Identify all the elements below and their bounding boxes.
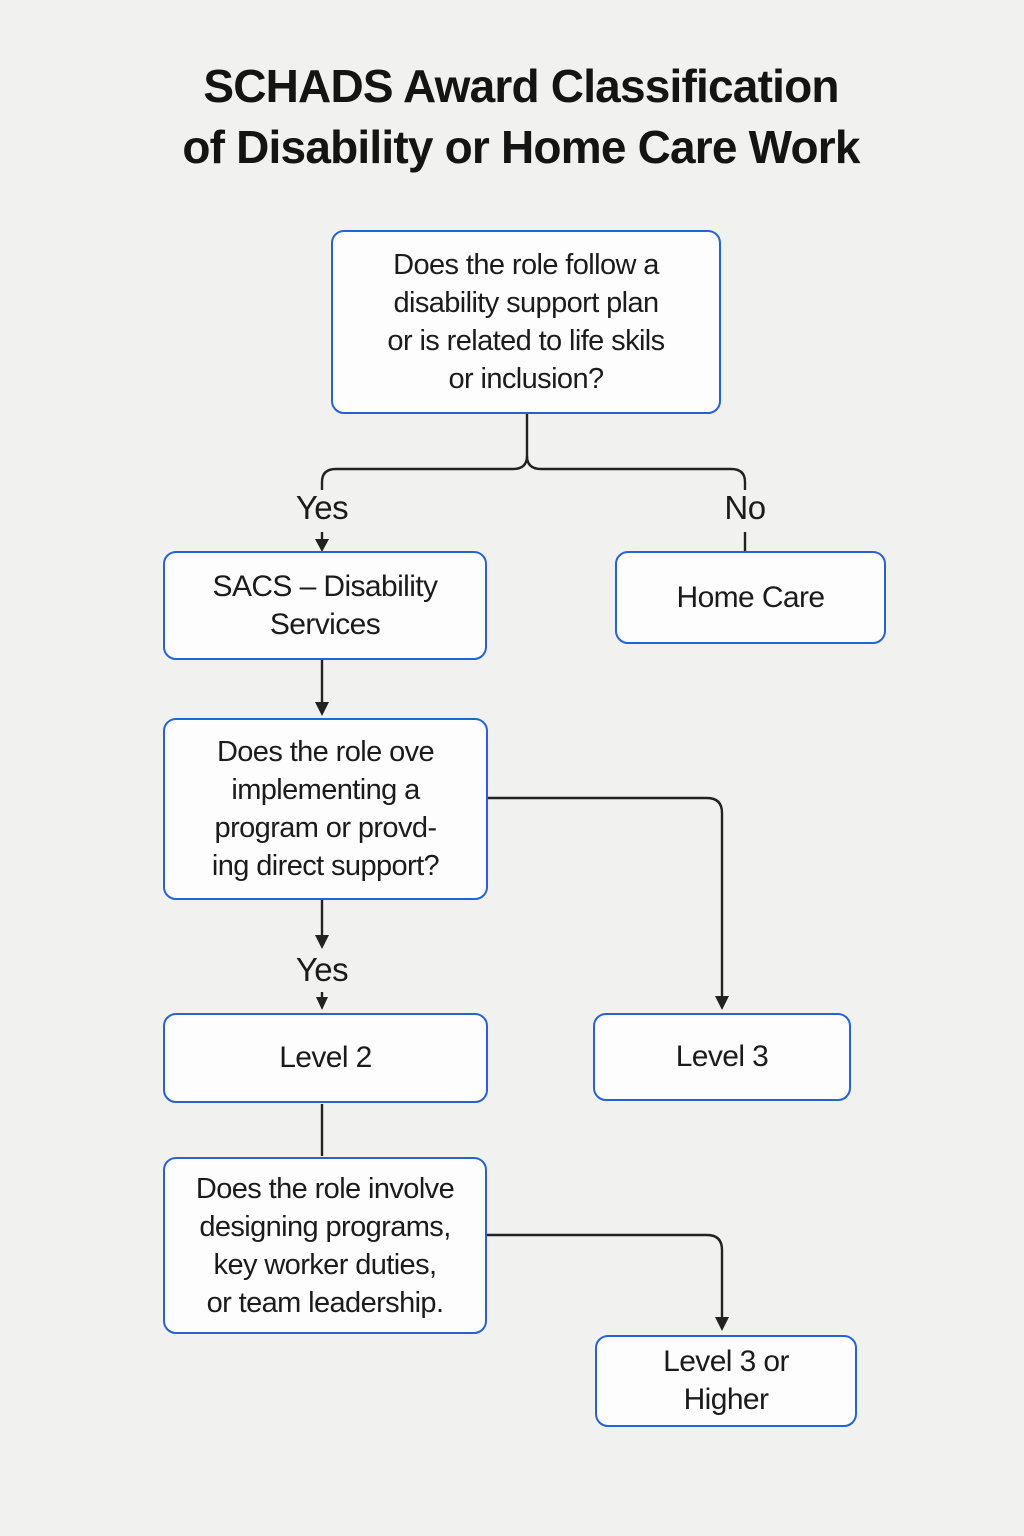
edge-label-yes-1: Yes bbox=[295, 489, 349, 526]
node-text-line: or is related to life skils bbox=[387, 325, 665, 357]
edge-label-yes-2: Yes bbox=[295, 951, 349, 988]
node-text-line: Services bbox=[269, 607, 381, 641]
page-title-line-1: SCHADS Award Classification bbox=[203, 60, 839, 112]
node-question-implementing-program: Does the role ove implementing a program… bbox=[163, 718, 488, 900]
node-text-line: program or provd- bbox=[214, 812, 437, 844]
page-title: SCHADS Award Classification of Disabilit… bbox=[18, 56, 1024, 178]
arrowhead-yes1-icon bbox=[315, 539, 329, 552]
node-text-line: Does the role ove bbox=[216, 736, 435, 768]
node-text-line: Level 3 bbox=[675, 1040, 769, 1073]
arrowhead-yes2-level2-icon bbox=[316, 997, 328, 1010]
arrowhead-q2-yes2-icon bbox=[315, 935, 329, 949]
node-sacs-disability-services: SACS – Disability Services bbox=[163, 551, 487, 660]
node-text-line: Home Care bbox=[676, 580, 826, 614]
node-text-line: or team leadership. bbox=[206, 1286, 444, 1319]
node-text-line: key worker duties, bbox=[213, 1248, 438, 1281]
node-text-line: designing programs, bbox=[199, 1210, 451, 1243]
node-text-line: Does the role involve bbox=[195, 1172, 455, 1205]
node-text-line: Higher bbox=[683, 1383, 769, 1416]
node-question-disability-plan: Does the role follow a disability suppor… bbox=[331, 230, 721, 414]
arrowhead-sacs-q2-icon bbox=[315, 702, 329, 716]
node-text-line: implementing a bbox=[231, 774, 420, 806]
connector-q2-to-level3 bbox=[488, 796, 724, 996]
node-home-care: Home Care bbox=[615, 551, 886, 644]
connector-q1-split-right bbox=[525, 455, 747, 490]
edge-label-no-1: No bbox=[724, 489, 766, 526]
node-text-line: SACS – Disability bbox=[212, 569, 438, 603]
connector-q1-split-left bbox=[320, 414, 529, 490]
connector-q3-to-level3-higher bbox=[487, 1233, 724, 1318]
node-level-2: Level 2 bbox=[163, 1013, 488, 1103]
node-text-line: Level 2 bbox=[279, 1041, 372, 1074]
node-text-line: disability support plan bbox=[393, 287, 659, 319]
node-level-3: Level 3 bbox=[593, 1013, 851, 1101]
page-title-line-2: of Disability or Home Care Work bbox=[182, 121, 860, 173]
node-level-3-or-higher: Level 3 or Higher bbox=[595, 1335, 857, 1427]
node-text-line: Does the role follow a bbox=[393, 249, 659, 281]
arrowhead-q2-level3-icon bbox=[715, 996, 729, 1010]
node-text-line: or inclusion? bbox=[448, 363, 604, 395]
node-text-line: ing direct support? bbox=[211, 850, 440, 882]
node-question-designing-programs: Does the role involve designing programs… bbox=[163, 1157, 487, 1334]
node-text-line: Level 3 or bbox=[663, 1345, 789, 1378]
arrowhead-q3-level3-higher-icon bbox=[715, 1317, 729, 1331]
